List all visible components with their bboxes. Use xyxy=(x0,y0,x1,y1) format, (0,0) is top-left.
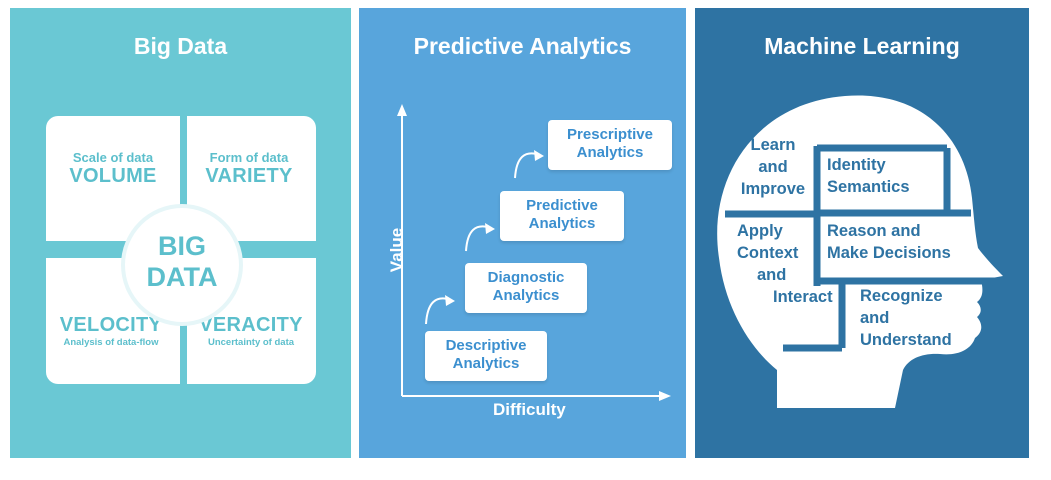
machine-learning-title: Machine Learning xyxy=(764,33,960,59)
step-prescriptive-line2: Analytics xyxy=(576,144,644,161)
recognize-line3: Understand xyxy=(860,331,952,349)
learn-line1: Learn xyxy=(750,136,796,154)
predictive-analytics-panel: Predictive Analytics Value Difficulty De… xyxy=(359,8,686,458)
axes-svg xyxy=(397,104,671,401)
step-predictive: Predictive Analytics xyxy=(500,191,624,241)
velocity-caption: Analysis of data-flow xyxy=(63,337,159,348)
step-diagnostic-line2: Analytics xyxy=(492,287,560,304)
step-prescriptive: Prescriptive Analytics xyxy=(548,120,672,170)
recognize-line2: and xyxy=(860,309,890,327)
big-data-center-circle: BIG DATA xyxy=(125,208,239,322)
head-silhouette-svg xyxy=(717,95,1003,408)
head-dividers xyxy=(725,144,995,352)
curve-arrow-1-head xyxy=(445,295,455,306)
machine-learning-panel: Machine Learning Learn and Improve Ident… xyxy=(695,8,1029,458)
identity-semantics-text: Identity Semantics xyxy=(827,154,910,198)
volume-label: VOLUME xyxy=(69,165,157,187)
big-data-panel: Big Data Scale of data VOLUME Form of da… xyxy=(10,8,351,458)
reason-line1: Reason and xyxy=(827,222,921,240)
volume-text: Scale of data VOLUME xyxy=(46,150,180,188)
variety-label: VARIETY xyxy=(205,165,293,187)
step-prescriptive-line1: Prescriptive xyxy=(567,126,653,143)
recognize-line1: Recognize xyxy=(860,287,943,305)
recognize-understand-text: Recognize and Understand xyxy=(860,285,952,351)
center-line-2: DATA xyxy=(146,262,218,292)
reason-decisions-text: Reason and Make Decisions xyxy=(827,220,951,264)
reason-line2: Make Decisions xyxy=(827,244,951,262)
head-silhouette xyxy=(717,95,1003,408)
step-descriptive: Descriptive Analytics xyxy=(425,331,547,381)
step-predictive-line1: Predictive xyxy=(526,197,598,214)
apply-context-text: Apply Context and Interact xyxy=(725,220,845,308)
learn-line3: Improve xyxy=(740,180,806,198)
variety-caption: Form of data xyxy=(209,150,289,165)
center-line-1: BIG xyxy=(157,231,206,261)
identity-line1: Identity xyxy=(827,156,886,174)
variety-text: Form of data VARIETY xyxy=(187,150,311,188)
veracity-text: VERACITY Uncertainty of data xyxy=(191,314,311,348)
predictive-analytics-title: Predictive Analytics xyxy=(413,33,632,59)
step-diagnostic: Diagnostic Analytics xyxy=(465,263,587,313)
identity-line2: Semantics xyxy=(827,178,910,196)
apply-line4: Interact xyxy=(773,288,833,306)
x-axis-arrow xyxy=(659,391,671,401)
apply-line1: Apply xyxy=(737,222,783,240)
learn-line2: and xyxy=(758,158,788,176)
big-data-title: Big Data xyxy=(133,33,228,59)
apply-line3: and xyxy=(757,266,787,284)
y-axis-label: Value xyxy=(387,227,407,273)
curve-arrow-3-head xyxy=(534,150,544,161)
curve-arrow-2-head xyxy=(485,223,495,234)
step-descriptive-line2: Analytics xyxy=(452,355,520,372)
step-descriptive-line1: Descriptive xyxy=(445,337,527,354)
volume-caption: Scale of data xyxy=(72,150,154,165)
velocity-text: VELOCITY Analysis of data-flow xyxy=(50,314,172,348)
veracity-caption: Uncertainty of data xyxy=(207,337,295,348)
step-predictive-line2: Analytics xyxy=(528,215,596,232)
apply-line2: Context xyxy=(737,244,799,262)
y-axis-arrow xyxy=(397,104,407,116)
learn-and-improve-text: Learn and Improve xyxy=(733,134,813,200)
velocity-label: VELOCITY xyxy=(59,314,163,336)
veracity-label: VERACITY xyxy=(199,314,303,336)
step-diagnostic-line1: Diagnostic xyxy=(487,269,565,286)
x-axis-label: Difficulty xyxy=(493,400,566,419)
